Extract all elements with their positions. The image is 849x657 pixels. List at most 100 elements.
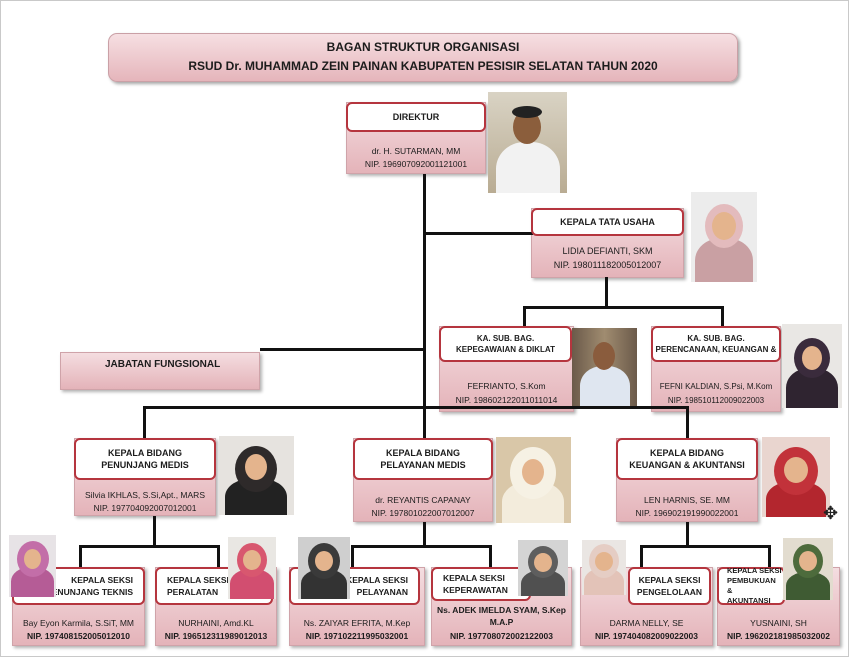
seksi-keperawatan-name: Ns. ADEK IMELDA SYAM, S.Kep [437, 605, 566, 615]
tata-usaha-title: KEPALA TATA USAHA [560, 217, 655, 227]
seksi-keperawatan-title-2: KEPERAWATAN [443, 585, 508, 595]
bidang-keuangan-title-2: KEUANGAN & AKUNTANSI [629, 460, 745, 470]
bidang-penunjang-name: Silvia IKHLAS, S.Si,Apt., MARS [85, 490, 205, 500]
connector-keuangan-horizontal [640, 545, 770, 548]
subbag-perencanaan-photo [782, 324, 842, 408]
connector-subbag-right [721, 306, 724, 328]
seksi-pengelolaan-title-1: KEPALA SEKSI [638, 575, 701, 585]
seksi-pengelolaan-nip: NIP. 197404082009022003 [595, 631, 698, 641]
move-cursor-icon: ✥ [823, 503, 839, 523]
seksi-peralatan-name: NURHAINI, Amd.KL [178, 618, 254, 628]
seksi-peralatan-photo [228, 537, 276, 599]
direktur-photo [488, 92, 567, 193]
seksi-pengelolaan-title-2: PENGELOLAAN [636, 587, 703, 597]
seksi-keperawatan-title-box: KEPALA SEKSI KEPERAWATAN [431, 567, 531, 601]
bidang-pelayanan-nip: NIP. 197801022007012007 [371, 508, 475, 518]
bidang-keuangan-name: LEN HARNIS, SE. MM [644, 495, 730, 505]
seksi-keperawatan-nip: NIP. 197708072002122003 [450, 631, 553, 641]
seksi-penunjang-teknis-title-1: KEPALA SEKSI [71, 575, 133, 585]
chart-subtitle: RSUD Dr. MUHAMMAD ZEIN PAINAN KABUPATEN … [188, 59, 658, 73]
seksi-pembukuan-title-2: PEMBUKUAN & [727, 576, 776, 595]
subbag-perencanaan-title-2: PERENCANAAN, KEUANGAN & [655, 345, 777, 354]
tata-usaha-photo [691, 192, 757, 282]
subbag-perencanaan-title-box: KA. SUB. BAG. PERENCANAAN, KEUANGAN & [651, 326, 781, 362]
bidang-keuangan-title-1: KEPALA BIDANG [650, 448, 724, 458]
connector-seksi1 [79, 545, 82, 569]
direktur-nip: NIP. 196907092001121001 [364, 159, 468, 169]
bidang-penunjang-title-box: KEPALA BIDANG PENUNJANG MEDIS [74, 438, 216, 480]
seksi-peralatan-title-2: PERALATAN [167, 587, 219, 597]
seksi-pengelolaan-photo [582, 540, 626, 595]
connector-seksi3 [351, 545, 354, 569]
connector-keuangan-down [686, 522, 689, 546]
subbag-kepegawaian-nip: NIP. 198602122011011014 [455, 395, 558, 405]
subbag-kepegawaian-title-2: KEPEGAWAIAN & DIKLAT [456, 345, 555, 354]
subbag-kepegawaian-title-1: KA. SUB. BAG. [476, 334, 535, 343]
connector-seksi4 [489, 545, 492, 569]
subbag-kepegawaian-name: FEFRIANTO, S.Kom [467, 381, 546, 391]
chart-title: BAGAN STRUKTUR ORGANISASI [326, 40, 520, 54]
connector-bidang-horizontal [143, 406, 688, 409]
connector-subbag-left [523, 306, 526, 328]
seksi-pelayanan-name: Ns. ZAIYAR EFRITA, M.Kep [303, 618, 411, 628]
bidang-penunjang-title-1: KEPALA BIDANG [108, 448, 182, 458]
connector-penunjang-down [153, 516, 156, 546]
connector-seksi2 [217, 545, 220, 569]
seksi-pembukuan-name: YUSNAINI, SH [750, 618, 807, 628]
connector-pelayanan-horizontal [351, 545, 491, 548]
chart-header: BAGAN STRUKTUR ORGANISASI RSUD Dr. MUHAM… [108, 33, 738, 82]
connector-bidang-right [686, 406, 689, 440]
bidang-pelayanan-name: dr. REYANTIS CAPANAY [375, 495, 471, 505]
tata-usaha-name: LIDIA DEFIANTI, SKM [562, 246, 653, 256]
connector-seksi6 [768, 545, 771, 569]
seksi-pembukuan-nip: NIP. 196202181985032002 [727, 631, 830, 641]
seksi-penunjang-teknis-title-2: PENUNJANG TEKNIS [46, 587, 133, 597]
tata-usaha-title-box: KEPALA TATA USAHA [531, 208, 684, 236]
seksi-pembukuan-title-3: AKUNTANSI [727, 596, 771, 605]
seksi-pelayanan-nip: NIP. 197102211995032001 [305, 631, 409, 641]
seksi-keperawatan-name2: M.A.P [489, 617, 514, 627]
bidang-pelayanan-title-1: KEPALA BIDANG [386, 448, 460, 458]
bidang-pelayanan-title-box: KEPALA BIDANG PELAYANAN MEDIS [353, 438, 493, 480]
seksi-penunjang-teknis-photo [9, 535, 56, 597]
seksi-keperawatan-title-1: KEPALA SEKSI [443, 573, 505, 583]
connector-to-tata-usaha [423, 232, 533, 235]
connector-subbag-horizontal [523, 306, 723, 309]
bidang-keuangan-nip: NIP. 196902191990022001 [635, 508, 739, 518]
seksi-pengelolaan-name: DARMA NELLY, SE [609, 618, 684, 628]
seksi-penunjang-teknis-nip: NIP. 197408152005012010 [27, 631, 130, 641]
direktur-name: dr. H. SUTARMAN, MM [371, 146, 461, 156]
direktur-title-box: DIREKTUR [346, 102, 486, 132]
seksi-keperawatan-photo [518, 540, 568, 596]
connector-pelayanan-down [423, 522, 426, 546]
seksi-pembukuan-title-1: KEPALA SEKSI [727, 566, 782, 575]
subbag-kepegawaian-title-box: KA. SUB. BAG. KEPEGAWAIAN & DIKLAT [439, 326, 572, 362]
connector-seksi5 [640, 545, 643, 569]
connector-bidang-center [423, 406, 426, 440]
seksi-pembukuan-title-box: KEPALA SEKSI PEMBUKUAN & AKUNTANSI [717, 566, 785, 605]
tata-usaha-nip: NIP. 198011182005012007 [553, 260, 662, 270]
seksi-pelayanan-title-1: KEPALA SEKSI [346, 575, 408, 585]
seksi-pelayanan-photo [298, 537, 350, 599]
subbag-kepegawaian-photo [572, 328, 637, 406]
bidang-penunjang-nip: NIP. 197704092007012001 [93, 503, 197, 513]
seksi-pengelolaan-title-box: KEPALA SEKSI PENGELOLAAN [628, 567, 711, 605]
bidang-pelayanan-photo [496, 437, 571, 523]
seksi-pelayanan-title-2: PELAYANAN [356, 587, 408, 597]
jabatan-fungsional-box: JABATAN FUNGSIONAL [60, 352, 260, 390]
seksi-penunjang-teknis-name: Bay Eyon Karmila, S.SiT, MM [22, 618, 134, 628]
bidang-penunjang-title-2: PENUNJANG MEDIS [101, 460, 189, 470]
direktur-title: DIREKTUR [392, 112, 440, 122]
seksi-pembukuan-photo [783, 538, 833, 600]
bidang-penunjang-photo [219, 436, 294, 515]
bidang-keuangan-photo [762, 437, 830, 517]
bidang-pelayanan-title-2: PELAYANAN MEDIS [380, 460, 466, 470]
connector-penunjang-horizontal [79, 545, 219, 548]
connector-fungsional [260, 348, 425, 351]
bidang-keuangan-title-box: KEPALA BIDANG KEUANGAN & AKUNTANSI [616, 438, 758, 480]
subbag-perencanaan-title-1: KA. SUB. BAG. [687, 334, 745, 343]
subbag-perencanaan-name: FEFNI KALDIAN, S.Psi, M.Kom [659, 382, 773, 391]
seksi-peralatan-nip: NIP. 196512311989012013 [164, 631, 268, 641]
connector-bidang-left [143, 406, 146, 440]
seksi-peralatan-title-1: KEPALA SEKSI [167, 575, 229, 585]
